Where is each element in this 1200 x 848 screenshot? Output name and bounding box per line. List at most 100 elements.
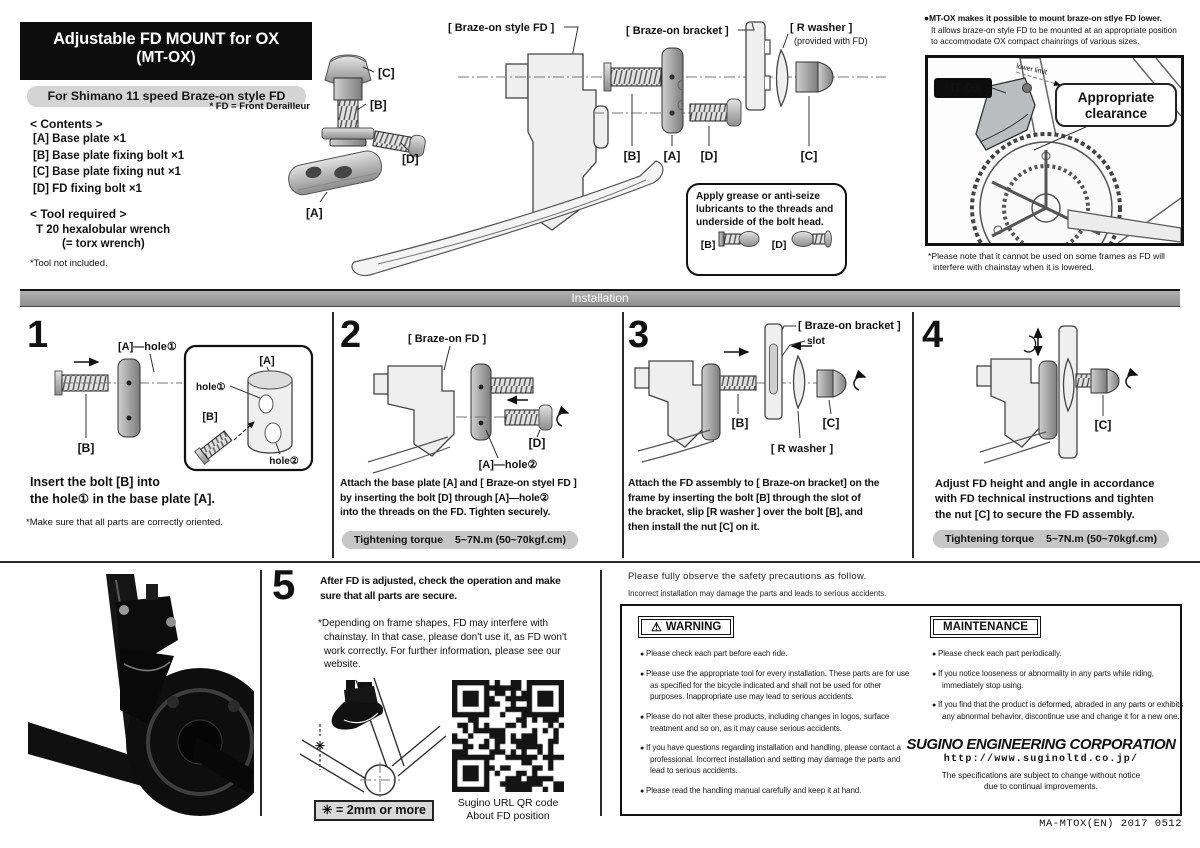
step5-heading: After FD is adjusted, check the operatio… xyxy=(320,574,582,605)
r-washer-label: [ R washer ] xyxy=(790,22,853,34)
warning-tag: ⚠ WARNING xyxy=(638,616,735,638)
step1-text-line: Insert the bolt [B] into xyxy=(30,475,160,489)
mtox-tag: MT-OX xyxy=(944,81,982,95)
step3-number: 3 xyxy=(628,314,650,356)
warning-item: Please do not alter these products, incl… xyxy=(640,711,914,734)
step4-torque: Tightening torque 5~7N.m (50~70kgf.cm) xyxy=(933,529,1169,548)
feature-footnote: *Please note that it cannot be used on s… xyxy=(928,251,1188,274)
tool-name: T 20 hexalobular wrench xyxy=(36,224,171,236)
compatibility-pill: For Shimano 11 speed Braze-on style FD xyxy=(27,86,306,107)
step4-label-c: [C] xyxy=(1095,418,1112,432)
bolt-b-icon xyxy=(718,231,760,247)
step1-inset-hole1-label: hole① xyxy=(196,382,226,393)
page-title: Adjustable FD MOUNT for OX xyxy=(53,30,279,48)
feature-body-line: to accommodate OX compact chainrings of … xyxy=(931,36,1140,46)
step4-text: Adjust FD height and angle in accordance… xyxy=(935,477,1190,523)
warning-item: Please read the handling manual carefull… xyxy=(640,785,914,797)
maintenance-list: Please check each part periodically. If … xyxy=(932,648,1184,731)
torque-label: Tightening torque xyxy=(354,534,444,546)
step2-label-d: [D] xyxy=(529,436,546,450)
parts-photo: [C] [B] [D] [A] xyxy=(288,54,426,220)
step5-number: 5 xyxy=(272,561,296,608)
company-block: SUGINO ENGINEERING CORPORATION http://ww… xyxy=(904,736,1178,792)
step3-text-line: the bracket, slip [R washer ] over the b… xyxy=(628,507,863,519)
part-label-b: [B] xyxy=(370,98,387,112)
step3-text-line: frame by inserting the bolt [B] through … xyxy=(628,492,861,504)
maintenance-item: If you notice looseness or abnormality i… xyxy=(932,668,1184,691)
warning-item: If you have questions regarding installa… xyxy=(640,742,914,777)
step4-text-line: with FD technical instructions and tight… xyxy=(935,493,1154,506)
title-box: Adjustable FD MOUNT for OX (MT-OX) xyxy=(20,22,312,80)
braze-on-bracket-label: [ Braze-on bracket ] xyxy=(626,25,729,37)
document-code: MA-MTOX(EN) 2017 0512 xyxy=(1039,818,1182,830)
qr-code xyxy=(452,680,564,792)
exploded-label-a: [A] xyxy=(664,149,681,163)
clearance-label-line1: Appropriate xyxy=(1078,90,1155,105)
column-divider xyxy=(622,312,624,558)
step5-heading-line: sure that all parts are secure. xyxy=(320,591,457,603)
step3-label-b: [B] xyxy=(732,416,749,430)
step2-text: Attach the base plate [A] and [ Braze-on… xyxy=(340,477,625,521)
torque-label: Tightening torque xyxy=(945,533,1035,545)
step3-diagram: [ Braze-on bracket ] slot [B] [C] [ R wa… xyxy=(634,320,901,463)
contents-item: [B] Base plate fixing bolt ×1 xyxy=(33,149,185,162)
disclaimer: The specifications are subject to change… xyxy=(904,770,1178,792)
clearance-spec-box: ✳ = 2mm or more xyxy=(314,800,434,821)
column-divider xyxy=(332,312,334,558)
contents-item: [D] FD fixing bolt ×1 xyxy=(33,182,142,195)
grease-note-line: Apply grease or anti-seize xyxy=(696,191,820,202)
feature-footnote-line: interfere with chainstay when it is lowe… xyxy=(933,262,1094,273)
step1-number: 1 xyxy=(27,314,49,356)
step4-text-line: Adjust FD height and angle in accordance xyxy=(935,478,1155,490)
step1-inset-label-a: [A] xyxy=(259,355,275,367)
clearance-illustration: lower limit MT-OX Appropriate clearance xyxy=(934,57,1182,284)
grease-note-box: Apply grease or anti-seize lubricants to… xyxy=(686,183,847,276)
step5-note-line: work correctly. For further information,… xyxy=(324,645,561,657)
disclaimer-line: due to continual improvements. xyxy=(984,782,1098,792)
exploded-label-c: [C] xyxy=(801,149,818,163)
torque-value: 5~7N.m (50~70kgf.cm) xyxy=(455,534,566,546)
braze-on-style-fd-label: [ Braze-on style FD ] xyxy=(448,22,555,34)
safety-subheading: Incorrect installation may damage the pa… xyxy=(628,589,887,598)
maintenance-tag: MAINTENANCE xyxy=(930,616,1041,638)
step3-text-line: then install the nut [C] on it. xyxy=(628,521,760,533)
step3-text: Attach the FD assembly to [ Braze-on bra… xyxy=(628,477,918,535)
step5-heading-line: After FD is adjusted, check the operatio… xyxy=(320,576,561,587)
step5-note-line: website. xyxy=(324,659,361,671)
warning-icon: ⚠ xyxy=(651,620,662,634)
part-label-d: [D] xyxy=(402,152,419,166)
step1-label-b: [B] xyxy=(78,441,95,455)
company-name: SUGINO ENGINEERING CORPORATION xyxy=(906,736,1176,753)
grease-label-d: [D] xyxy=(771,239,787,251)
tool-note: *Tool not included. xyxy=(30,258,108,269)
step2-text-line: by inserting the bolt [D] through [A]—ho… xyxy=(340,492,549,504)
step3-label-c: [C] xyxy=(823,416,840,430)
step5-note-line: *Depending on frame shapes, FD may inter… xyxy=(318,618,549,629)
warning-title: WARNING xyxy=(665,621,722,633)
column-divider xyxy=(260,570,262,816)
step2-text-line: Attach the base plate [A] and [ Braze-on… xyxy=(340,478,577,489)
maintenance-item: Please check each part periodically. xyxy=(932,648,1184,660)
step3-slot-label: slot xyxy=(807,336,825,347)
step3-text-line: Attach the FD assembly to [ Braze-on bra… xyxy=(628,478,880,489)
grease-part-d: [D] xyxy=(772,230,834,253)
contents-list: [A] Base plate ×1 [B] Base plate fixing … xyxy=(33,133,184,199)
step1-text: Insert the bolt [B] into the hole① in th… xyxy=(30,474,215,508)
column-divider xyxy=(912,312,914,558)
step2-torque: Tightening torque 5~7N.m (50~70kgf.cm) xyxy=(342,530,578,549)
grease-part-b: [B] xyxy=(701,230,763,253)
contents-item: [A] Base plate ×1 xyxy=(33,133,126,145)
qr-caption: Sugino URL QR code About FD position xyxy=(438,797,578,823)
asterisk-mark: ✳ xyxy=(315,739,325,753)
contents-item: [C] Base plate fixing nut ×1 xyxy=(33,166,181,178)
disclaimer-line: The specifications are subject to change… xyxy=(941,771,1141,780)
installation-section-bar: Installation xyxy=(20,289,1180,307)
safety-heading: Please fully observe the safety precauti… xyxy=(628,571,867,582)
feature-footnote-line: *Please note that it cannot be used on s… xyxy=(928,251,1165,261)
clearance-label-line2: clearance xyxy=(1085,106,1148,121)
grease-note-line: underside of the bolt head. xyxy=(696,217,824,228)
step3-washer-label: [ R washer ] xyxy=(771,443,834,455)
step1-inset-label-b: [B] xyxy=(202,411,218,423)
feature-body: It allows braze-on style FD to be mounte… xyxy=(931,26,1189,48)
